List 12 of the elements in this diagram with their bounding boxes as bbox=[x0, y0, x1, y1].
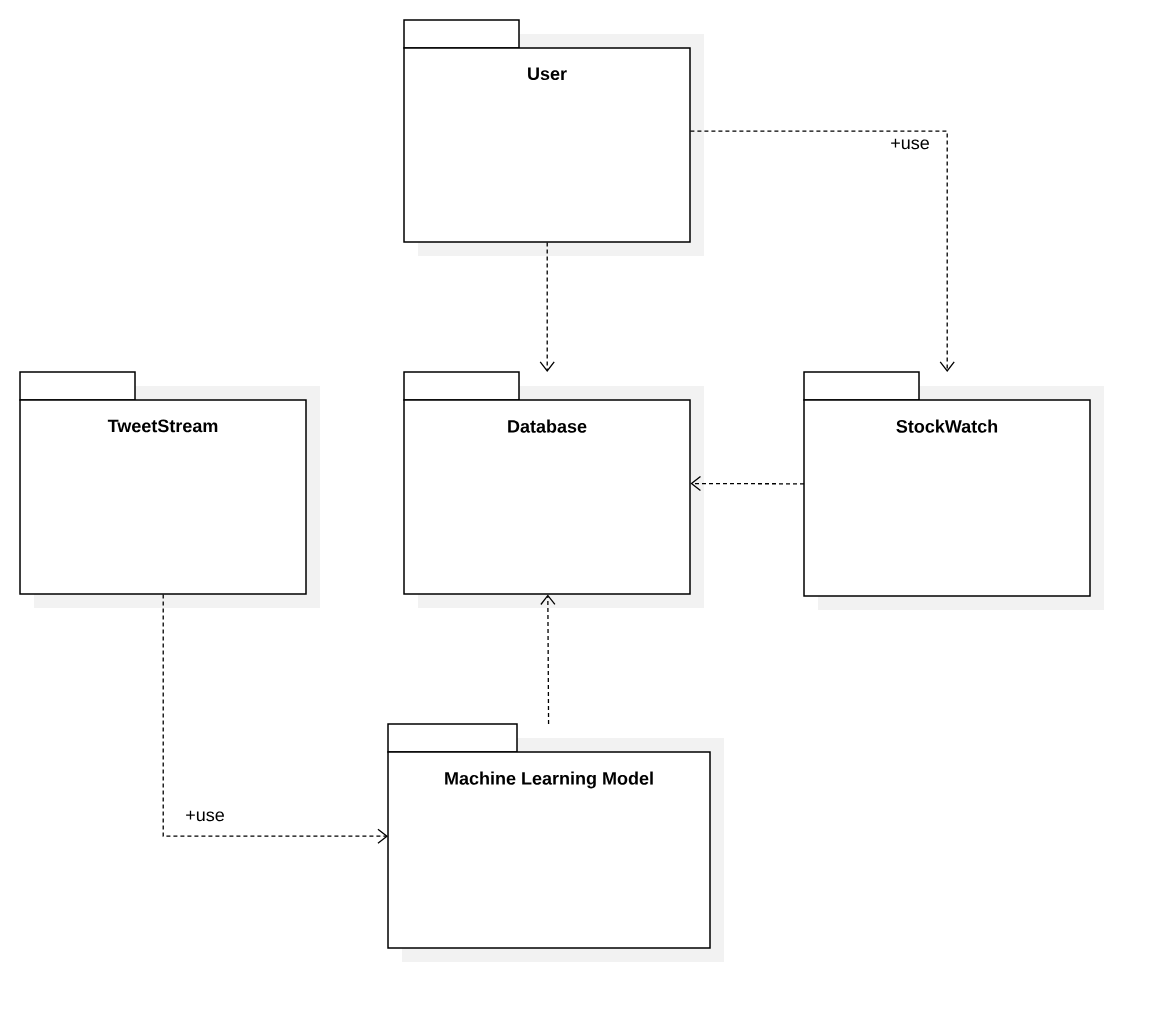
dependency-arrow bbox=[162, 593, 388, 844]
package-box: StockWatch bbox=[803, 371, 1104, 610]
package-box: Database bbox=[403, 371, 704, 608]
dependency-arrow bbox=[539, 241, 555, 372]
package-box: Machine Learning Model bbox=[387, 723, 724, 962]
dependency-arrow bbox=[689, 130, 955, 372]
dependency-arrow bbox=[690, 475, 805, 492]
edge-label: +use bbox=[184, 809, 226, 823]
package-box: User bbox=[403, 19, 704, 256]
dependency-arrow bbox=[540, 594, 556, 725]
package-box: TweetStream bbox=[19, 371, 320, 608]
edge-label: +use bbox=[889, 137, 931, 151]
